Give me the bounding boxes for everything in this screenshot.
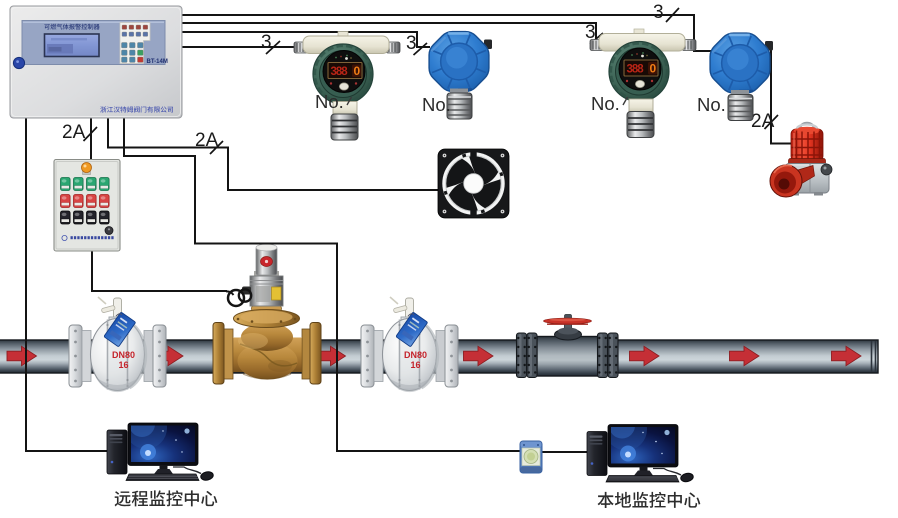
svg-text:3: 3 [406, 33, 417, 54]
svg-text:DN80: DN80 [112, 350, 135, 360]
svg-text:16: 16 [410, 360, 420, 370]
svg-text:388: 388 [331, 66, 349, 78]
svg-text:2A: 2A [751, 111, 775, 132]
svg-text:3: 3 [653, 2, 664, 23]
svg-text:0: 0 [354, 64, 361, 78]
svg-text:3: 3 [585, 22, 596, 43]
svg-text:No.: No. [591, 93, 620, 114]
svg-text:16: 16 [118, 360, 128, 370]
svg-text:BT-14M: BT-14M [147, 59, 168, 65]
svg-text:DN80: DN80 [404, 350, 427, 360]
svg-text:0: 0 [650, 62, 657, 76]
svg-text:388: 388 [627, 64, 645, 76]
svg-text:3: 3 [261, 32, 272, 53]
svg-text:No.: No. [697, 94, 726, 115]
svg-text:2A: 2A [195, 130, 219, 151]
svg-text:No.: No. [315, 91, 344, 112]
svg-text:2A: 2A [62, 122, 86, 143]
svg-text:No.: No. [422, 94, 451, 115]
